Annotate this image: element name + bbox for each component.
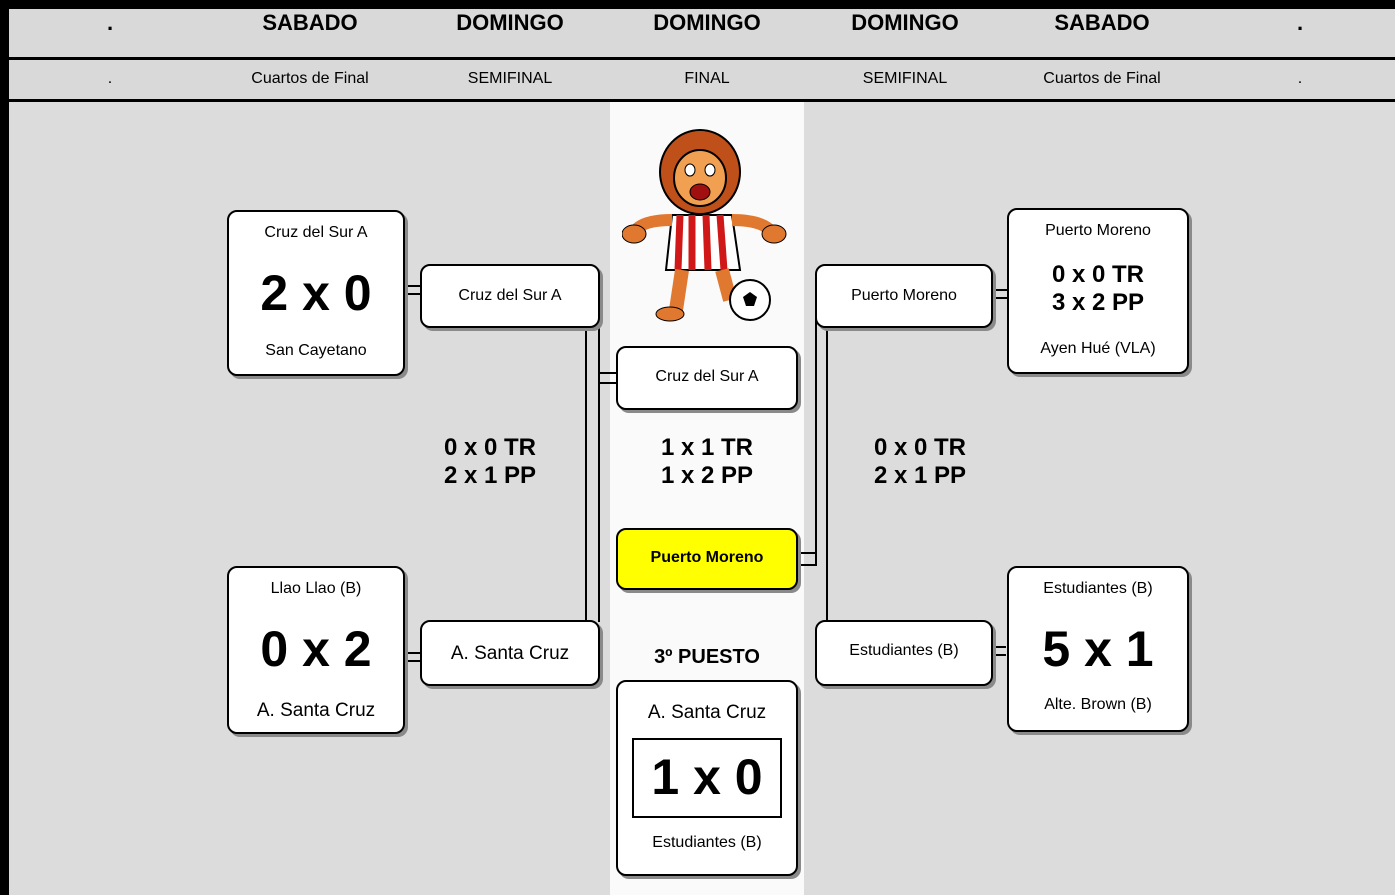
connector-left-vert-a bbox=[585, 322, 587, 622]
header-round-2: SEMIFINAL bbox=[467, 70, 553, 87]
connector-left-qf2b bbox=[404, 660, 420, 662]
left-qf1-team2: San Cayetano bbox=[265, 342, 367, 359]
third-score: 1 x 0 bbox=[651, 749, 763, 805]
final-team1: Cruz del Sur A bbox=[655, 368, 759, 385]
top-border bbox=[0, 0, 1395, 9]
header-day-5: SABADO bbox=[1054, 10, 1150, 35]
left-sf-score-line2: 2 x 1 PP bbox=[443, 462, 537, 489]
left-qf2-box: Llao Llao (B) 0 x 2 A. Santa Cruz bbox=[227, 566, 405, 734]
connector-left-qf1b bbox=[404, 293, 420, 295]
connector-left-vert-b bbox=[598, 322, 600, 622]
right-qf1-score-line1: 0 x 0 TR bbox=[1051, 261, 1145, 288]
header-day-1: SABADO bbox=[262, 10, 358, 35]
right-qf1-team2: Ayen Hué (VLA) bbox=[1040, 340, 1156, 357]
connector-right-qf1 bbox=[992, 289, 1008, 291]
header-round-6: . bbox=[1297, 70, 1303, 87]
header-round-3: FINAL bbox=[684, 70, 730, 87]
right-sf-score-line2: 2 x 1 PP bbox=[873, 462, 967, 489]
connector-right-qf2 bbox=[990, 646, 1006, 648]
lion-mascot-soccer-icon bbox=[621, 120, 792, 330]
final-score-line2: 1 x 2 PP bbox=[660, 462, 754, 489]
right-sf-winner2: Estudiantes (B) bbox=[849, 642, 959, 659]
connector-right-qf2b bbox=[990, 654, 1006, 656]
third-team2: Estudiantes (B) bbox=[652, 834, 762, 851]
connector-left-qf2 bbox=[404, 652, 420, 654]
final-score: 1 x 1 TR 1 x 2 PP bbox=[622, 434, 792, 490]
header-round-4: SEMIFINAL bbox=[862, 70, 948, 87]
right-qf1-team1: Puerto Moreno bbox=[1045, 222, 1151, 239]
left-sf-score-line1: 0 x 0 TR bbox=[443, 434, 537, 461]
right-sf-winner1: Puerto Moreno bbox=[851, 287, 957, 304]
right-qf2-team1: Estudiantes (B) bbox=[1043, 580, 1153, 597]
connector-right-final-a bbox=[797, 552, 815, 554]
connector-left-qf1 bbox=[404, 285, 420, 287]
left-sf-score: 0 x 0 TR 2 x 1 PP bbox=[410, 434, 570, 490]
left-qf1-score: 2 x 0 bbox=[260, 265, 372, 321]
left-sf-winner2-box: A. Santa Cruz bbox=[420, 620, 600, 686]
connector-right-final-b bbox=[797, 564, 815, 566]
right-qf2-box: Estudiantes (B) 5 x 1 Alte. Brown (B) bbox=[1007, 566, 1189, 732]
third-team1: A. Santa Cruz bbox=[647, 702, 767, 723]
final-score-line1: 1 x 1 TR bbox=[660, 434, 754, 461]
header-day-2: DOMINGO bbox=[456, 10, 564, 35]
right-sf-winner2-box: Estudiantes (B) bbox=[815, 620, 993, 686]
header-round-0: . bbox=[107, 70, 113, 87]
right-sf-score: 0 x 0 TR 2 x 1 PP bbox=[840, 434, 1000, 490]
connector-right-qf1b bbox=[992, 297, 1008, 299]
header-day-0: . bbox=[106, 10, 114, 35]
header-days-row bbox=[9, 9, 1395, 60]
connector-left-final-b bbox=[598, 382, 616, 384]
right-qf1-box: Puerto Moreno 0 x 0 TR 3 x 2 PP Ayen Hué… bbox=[1007, 208, 1189, 374]
header-day-3: DOMINGO bbox=[653, 10, 761, 35]
third-place-box: A. Santa Cruz 1 x 0 Estudiantes (B) bbox=[616, 680, 798, 876]
header-round-5: Cuartos de Final bbox=[1043, 70, 1161, 87]
header-day-4: DOMINGO bbox=[851, 10, 959, 35]
left-qf1-team1: Cruz del Sur A bbox=[264, 224, 368, 241]
right-sf-score-line1: 0 x 0 TR bbox=[873, 434, 967, 461]
right-qf2-score: 5 x 1 bbox=[1042, 621, 1154, 677]
header-day-6: . bbox=[1296, 10, 1304, 35]
left-border bbox=[0, 0, 9, 895]
right-qf1-score-line2: 3 x 2 PP bbox=[1051, 289, 1145, 316]
connector-right-vert-b bbox=[826, 310, 828, 620]
left-qf1-box: Cruz del Sur A 2 x 0 San Cayetano bbox=[227, 210, 405, 376]
third-place-title: 3º PUESTO bbox=[654, 646, 760, 668]
header-rounds-row bbox=[9, 60, 1395, 102]
header-round-1: Cuartos de Final bbox=[251, 70, 369, 87]
left-qf2-team2: A. Santa Cruz bbox=[256, 700, 376, 721]
left-qf2-score: 0 x 2 bbox=[260, 621, 372, 677]
third-score-frame: 1 x 0 bbox=[632, 738, 782, 818]
champion-name: Puerto Moreno bbox=[650, 549, 764, 566]
left-qf2-team1: Llao Llao (B) bbox=[270, 580, 362, 597]
champion-box: Puerto Moreno bbox=[616, 528, 798, 590]
right-qf2-team2: Alte. Brown (B) bbox=[1044, 696, 1152, 713]
left-sf-winner2: A. Santa Cruz bbox=[450, 643, 570, 664]
connector-right-vert-a bbox=[815, 310, 817, 566]
connector-left-final-a bbox=[598, 372, 616, 374]
right-sf-winner1-box: Puerto Moreno bbox=[815, 264, 993, 328]
left-sf-winner1: Cruz del Sur A bbox=[458, 287, 562, 304]
left-sf-winner1-box: Cruz del Sur A bbox=[420, 264, 600, 328]
final-team1-box: Cruz del Sur A bbox=[616, 346, 798, 410]
